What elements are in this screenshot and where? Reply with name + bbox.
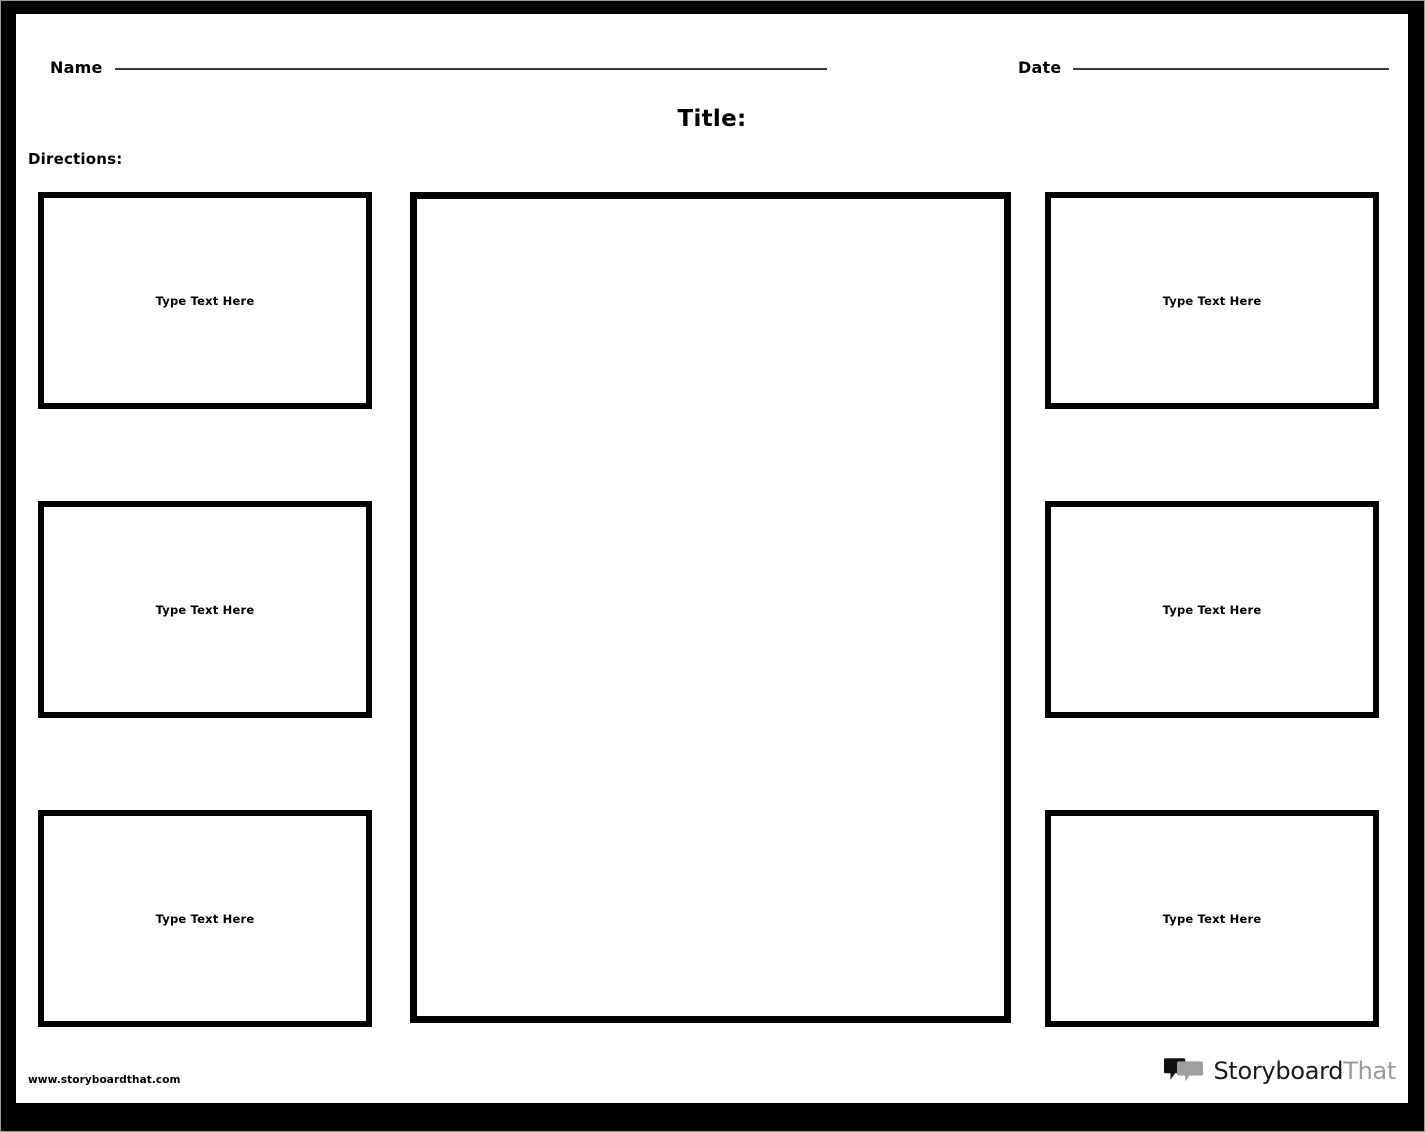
cell-placeholder-text: Type Text Here xyxy=(155,602,255,617)
brand-wordmark: StoryboardThat xyxy=(1213,1057,1396,1085)
main-image-cell[interactable] xyxy=(410,192,1011,1023)
storyboardthat-logo: StoryboardThat xyxy=(1164,1056,1396,1085)
text-cell-right-1[interactable]: Type Text Here xyxy=(1045,192,1379,409)
date-field-row: Date xyxy=(1018,58,1390,77)
cell-placeholder-text: Type Text Here xyxy=(1162,293,1262,308)
text-cell-right-2[interactable]: Type Text Here xyxy=(1045,501,1379,718)
cell-placeholder-text: Type Text Here xyxy=(155,911,255,926)
worksheet-paper: Name Date Title: Directions: Type Text H… xyxy=(16,14,1408,1103)
text-cell-left-1[interactable]: Type Text Here xyxy=(38,192,372,409)
page-title[interactable]: Title: xyxy=(677,106,747,132)
name-label: Name xyxy=(50,58,103,77)
cell-placeholder-text: Type Text Here xyxy=(1162,911,1262,926)
text-cell-left-2[interactable]: Type Text Here xyxy=(38,501,372,718)
brand-word-storyboard: Storyboard xyxy=(1213,1056,1344,1085)
name-field-row: Name xyxy=(50,58,827,77)
site-url-text: www.storyboardthat.com xyxy=(28,1074,181,1086)
brand-word-that: That xyxy=(1343,1056,1396,1085)
text-cell-right-3[interactable]: Type Text Here xyxy=(1045,810,1379,1027)
date-label: Date xyxy=(1018,58,1062,77)
text-cell-left-3[interactable]: Type Text Here xyxy=(38,810,372,1027)
directions-label[interactable]: Directions: xyxy=(28,150,123,168)
date-input-line[interactable] xyxy=(1073,68,1390,70)
cell-placeholder-text: Type Text Here xyxy=(155,293,255,308)
cell-placeholder-text: Type Text Here xyxy=(1162,602,1262,617)
speech-bubble-icon xyxy=(1164,1058,1204,1082)
name-input-line[interactable] xyxy=(114,68,827,70)
